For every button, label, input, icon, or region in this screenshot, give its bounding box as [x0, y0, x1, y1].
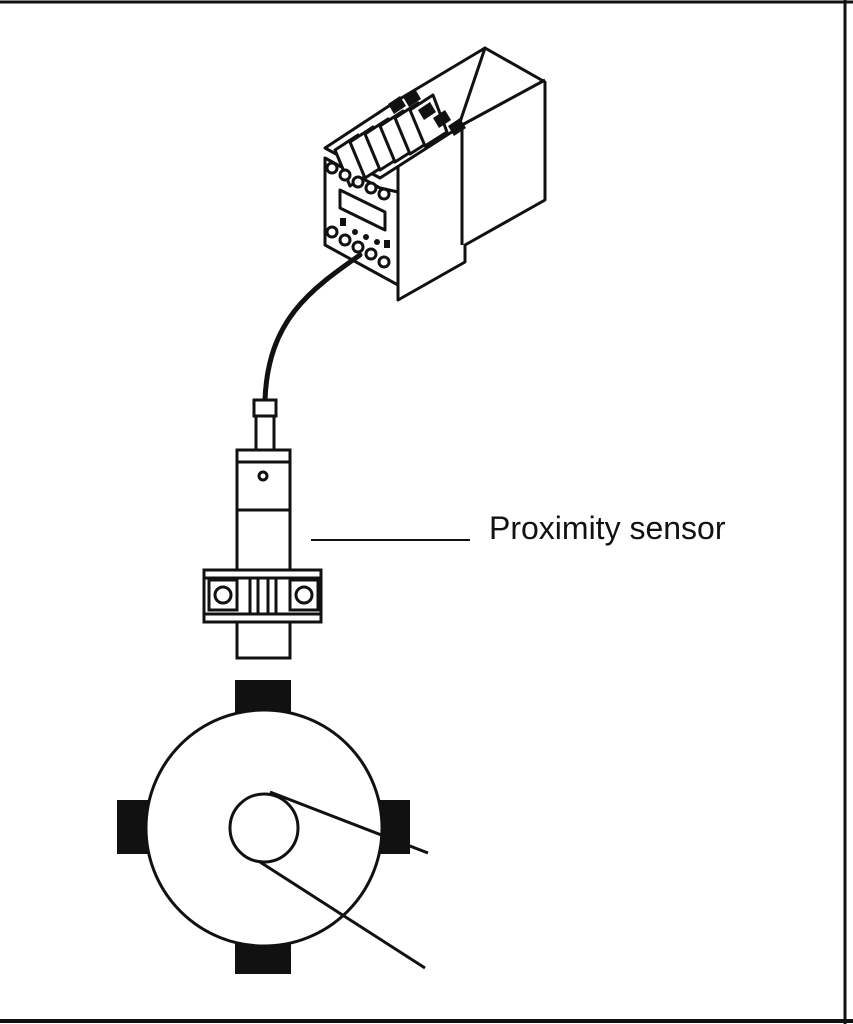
target-wheel — [117, 680, 429, 974]
proximity-sensor — [202, 398, 323, 660]
proximity-sensor-label: Proximity sensor — [489, 510, 726, 546]
control-unit — [323, 46, 547, 302]
sensor-cable — [262, 252, 363, 403]
